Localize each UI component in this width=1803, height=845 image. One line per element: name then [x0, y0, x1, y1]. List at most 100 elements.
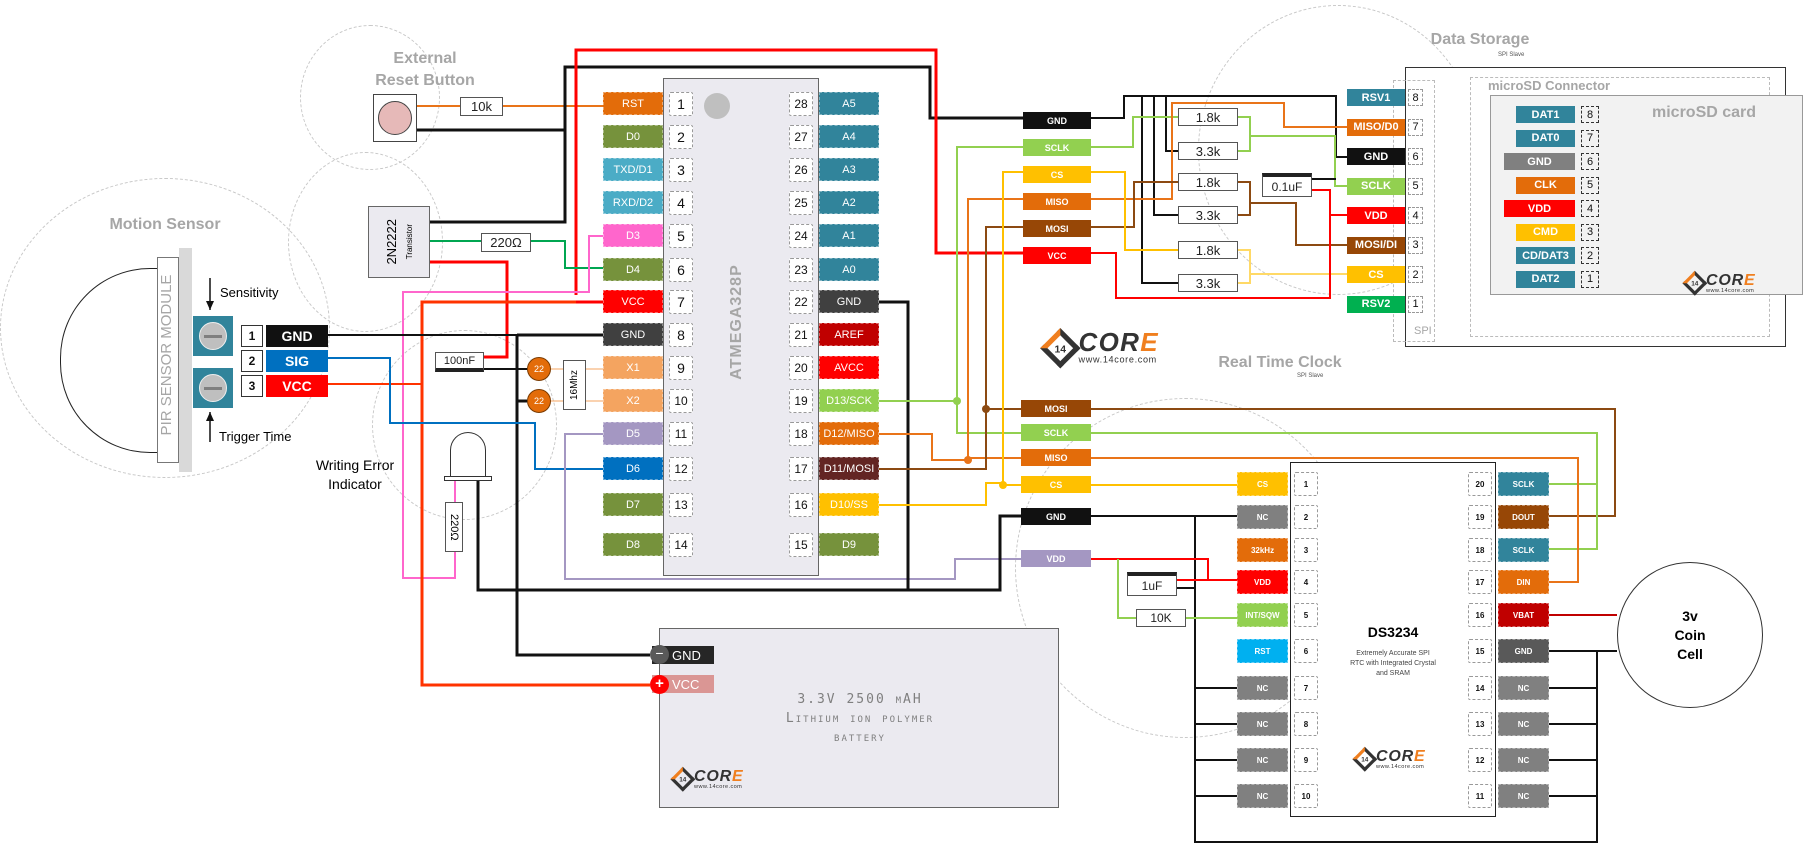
mcu-pin-x2[interactable]: X2: [603, 389, 663, 412]
rtc-pin-nc[interactable]: NC: [1498, 712, 1549, 736]
rtc-pin-nc[interactable]: NC: [1237, 676, 1288, 700]
mcu-name: ATMEGA328P: [728, 264, 745, 380]
wire-reset-gnd: [417, 65, 1023, 132]
rtc-pin-din[interactable]: DIN: [1498, 570, 1549, 594]
mcu-pin-d9[interactable]: D9: [819, 533, 879, 556]
mcu-pin-a0[interactable]: A0: [819, 258, 879, 281]
mcu-pin-a5[interactable]: A5: [819, 92, 879, 115]
sd-pin-miso-d0[interactable]: MISO/D0: [1347, 118, 1405, 136]
mcu-pin-a3[interactable]: A3: [819, 158, 879, 181]
transistor-type: Transistor: [405, 224, 414, 260]
sd-pin-sclk[interactable]: SCLK: [1347, 177, 1405, 195]
rtc-pin-sclk[interactable]: SCLK: [1498, 538, 1549, 562]
wire-sd-mosi-out2: [1250, 202, 1347, 246]
wire-cs: [879, 171, 1023, 506]
mcu-pin-d4[interactable]: D4: [603, 258, 663, 281]
trigger-time-pot[interactable]: [193, 368, 233, 408]
rtc-pin-number: 18: [1468, 538, 1492, 562]
mcu-pin-d7[interactable]: D7: [603, 493, 663, 516]
mcu-pin-d10-ss[interactable]: D10/SS: [819, 493, 879, 516]
rtc-pin-vbat[interactable]: VBAT: [1498, 603, 1549, 627]
mcu-pin-vcc[interactable]: VCC: [603, 290, 663, 313]
rtc-name: DS3234: [1367, 624, 1419, 640]
reset-resistor: 10k: [460, 97, 503, 116]
rtc-pin-cs[interactable]: CS: [1237, 472, 1288, 496]
mcu-pin-number: 17: [789, 457, 813, 481]
mcu-pin-d11-mosi[interactable]: D11/MOSI: [819, 457, 879, 480]
transistor: 2N2222 Transistor: [368, 206, 430, 278]
sensitivity-pot[interactable]: [193, 316, 233, 356]
mcu-pin-avcc[interactable]: AVCC: [819, 356, 879, 379]
mcu-pin-rst[interactable]: RST: [603, 92, 663, 115]
mcu-pin-rxd-d2[interactable]: RXD/D2: [603, 191, 663, 214]
mcu-pin-number: 27: [789, 125, 813, 149]
mcu-pin-number: 8: [669, 323, 693, 347]
sd-pin-vdd[interactable]: VDD: [1347, 207, 1405, 224]
mcu-pin-a2[interactable]: A2: [819, 191, 879, 214]
mcu-pin-a4[interactable]: A4: [819, 125, 879, 148]
wire-sd-sclk-out: [1238, 116, 1251, 152]
mcu-pin-number: 19: [789, 389, 813, 413]
mcu-pin-x1[interactable]: X1: [603, 356, 663, 379]
mcu-pin-d13-sck[interactable]: D13/SCK: [819, 389, 879, 412]
rtc-pin-sclk[interactable]: SCLK: [1498, 472, 1549, 496]
reset-button[interactable]: [373, 94, 417, 142]
mcu-pin-d3[interactable]: D3: [603, 224, 663, 247]
wire-sck: [879, 146, 1023, 402]
rtc-pin-int-sqw[interactable]: INT/SQW: [1237, 603, 1288, 627]
rtc-pin-rst[interactable]: RST: [1237, 639, 1288, 663]
mcu-pin-d6[interactable]: D6: [603, 457, 663, 480]
sd-pin-mosi-di[interactable]: MOSI/DI: [1347, 236, 1405, 254]
wire-gnd-rtc: [908, 514, 1021, 592]
sd-pin-cs[interactable]: CS: [1347, 266, 1405, 283]
mcu-pin-d12-miso[interactable]: D12/MISO: [819, 422, 879, 445]
rtc-pin-number: 2: [1294, 505, 1318, 529]
sd-pin-rsv2[interactable]: RSV2: [1347, 295, 1405, 313]
mcu-pin-aref[interactable]: AREF: [819, 323, 879, 346]
mcu-pin-d8[interactable]: D8: [603, 533, 663, 556]
logo-mark-icon: 14: [1040, 327, 1081, 368]
sd-pin-gnd[interactable]: GND: [1347, 148, 1405, 165]
rtc-pin-nc[interactable]: NC: [1237, 505, 1288, 529]
mcu-pin-a1[interactable]: A1: [819, 224, 879, 247]
reset-button-cap: [378, 101, 412, 135]
card-pin-number: 6: [1581, 153, 1599, 170]
mcu-pin-d5[interactable]: D5: [603, 422, 663, 445]
rtc-pin-dout[interactable]: DOUT: [1498, 505, 1549, 529]
rtc-pin-nc[interactable]: NC: [1237, 784, 1288, 808]
logo-mark-icon: 14: [1352, 746, 1378, 772]
wire-sd-miso: [1091, 102, 1347, 200]
data-storage-subtitle: SPI Slave: [1498, 52, 1525, 58]
wire-junction: [999, 481, 1007, 489]
rtc-pin-32khz[interactable]: 32kHz: [1237, 538, 1288, 562]
rtc-pin-nc[interactable]: NC: [1237, 712, 1288, 736]
mcu-pin-d0[interactable]: D0: [603, 125, 663, 148]
card-pin-cmd: CMD: [1516, 223, 1575, 241]
rtc-pin-nc[interactable]: NC: [1498, 748, 1549, 772]
crystal-16mhz: 16Mhz: [563, 360, 586, 410]
wire-transistor-collector: [430, 260, 509, 359]
crystal-cap-2: 22: [527, 389, 551, 413]
sd-bus-cs: CS: [1023, 166, 1091, 183]
rtc-pin-nc[interactable]: NC: [1498, 784, 1549, 808]
pir-pin-sig[interactable]: SIG: [266, 350, 328, 372]
coin-cell: 3v Coin Cell: [1617, 562, 1763, 708]
rtc-pin-number: 16: [1468, 603, 1492, 627]
rtc-pin-vdd[interactable]: VDD: [1237, 570, 1288, 594]
pir-pin-gnd[interactable]: GND: [266, 325, 328, 347]
rtc-pin-number: 11: [1468, 784, 1492, 808]
sd-pin-rsv1[interactable]: RSV1: [1347, 89, 1405, 106]
mcu-pin-txd-d1[interactable]: TXD/D1: [603, 158, 663, 181]
rtc-pin-nc[interactable]: NC: [1498, 676, 1549, 700]
mcu-pin-gnd[interactable]: GND: [603, 323, 663, 346]
level-shifter-resistor: 1.8k: [1178, 108, 1238, 126]
pir-pin-vcc[interactable]: VCC: [266, 375, 328, 397]
wire-sd-cs-in: [1091, 171, 1178, 251]
rtc-pin-gnd[interactable]: GND: [1498, 639, 1549, 663]
pir-module-label: PIR SENSOR MODULE: [158, 274, 175, 436]
sd-pin-number: 3: [1408, 236, 1423, 254]
mcu-pin-number: 25: [789, 191, 813, 215]
mcu-pin-gnd[interactable]: GND: [819, 290, 879, 313]
mcu-pin-number: 16: [789, 493, 813, 517]
rtc-pin-nc[interactable]: NC: [1237, 748, 1288, 772]
